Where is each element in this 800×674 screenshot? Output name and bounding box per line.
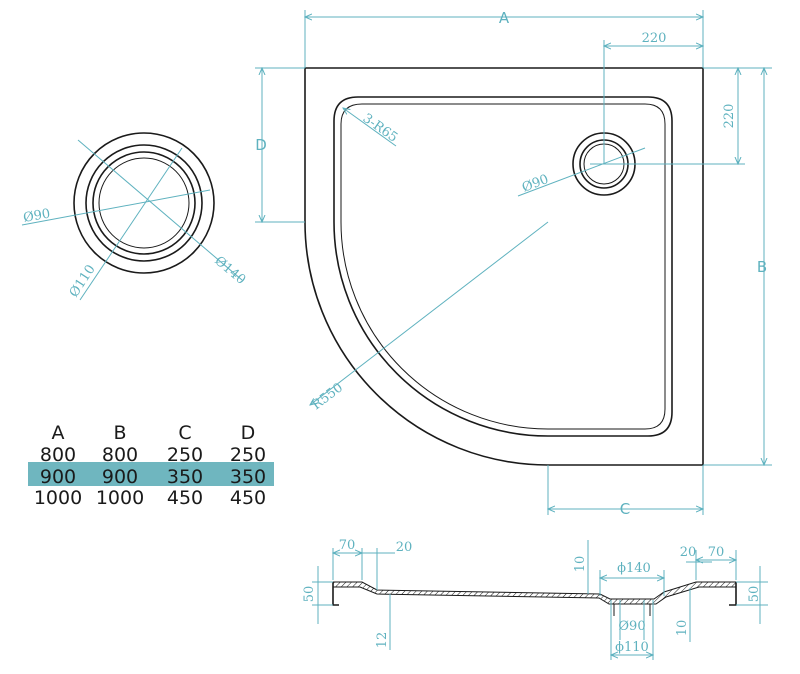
dimension-220-vertical: 220 bbox=[590, 68, 745, 164]
drain-detail-140-leader bbox=[77, 139, 243, 281]
tray-basin-inner bbox=[340, 103, 666, 430]
section-d90-label: Ø90 bbox=[618, 619, 645, 634]
drain-detail-90-leader bbox=[21, 189, 211, 226]
section-10-bottom-label: 10 bbox=[675, 620, 690, 637]
size-table-highlight-row bbox=[28, 462, 274, 486]
section-50-right-label: 50 bbox=[747, 586, 762, 603]
dimension-b: B bbox=[703, 68, 772, 465]
size-table-cell: 450 bbox=[230, 487, 266, 509]
dimension-c-label: C bbox=[620, 500, 630, 518]
drain-detail-140-label: Ø140 bbox=[211, 254, 248, 288]
section-50-left-label: 50 bbox=[302, 586, 317, 603]
section-20-left-label: 20 bbox=[396, 540, 413, 555]
drain-detail-hole bbox=[98, 157, 190, 249]
size-table: A B C D 800 800 250 250 900 900 350 350 1000 1000 450 4… bbox=[28, 422, 274, 509]
cross-section-view: 70 20 10 ϕ140 20 70 50 50 12 bbox=[302, 538, 768, 660]
dimension-a-label: A bbox=[499, 9, 510, 27]
size-table-cell: 900 bbox=[102, 466, 138, 488]
dimension-d: D bbox=[255, 68, 305, 222]
tray-outer-outline bbox=[304, 67, 704, 466]
dimension-a: A bbox=[305, 9, 703, 68]
section-drain-outlet bbox=[613, 604, 651, 616]
size-table-cell: 350 bbox=[167, 466, 203, 488]
dimension-220-side-label: 220 bbox=[722, 104, 737, 129]
size-table-header: B bbox=[113, 422, 126, 444]
size-table-cell: 250 bbox=[167, 444, 203, 466]
dimension-220-horizontal: 220 bbox=[604, 31, 703, 164]
size-table-cell: 800 bbox=[40, 444, 76, 466]
size-table-header: D bbox=[241, 422, 256, 444]
section-d140-label: ϕ140 bbox=[617, 561, 651, 576]
section-profile bbox=[332, 581, 737, 605]
tray-basin-outer bbox=[333, 96, 673, 437]
drain-detail-view: Ø90 Ø110 Ø140 bbox=[21, 132, 248, 301]
size-table-cell: 900 bbox=[40, 466, 76, 488]
dimension-c: C bbox=[548, 465, 703, 518]
drain-detail-90-label: Ø90 bbox=[22, 206, 51, 225]
size-table-header: A bbox=[52, 422, 65, 444]
size-table-cell: 350 bbox=[230, 466, 266, 488]
corner-radius-leader: 3-R65 bbox=[343, 108, 401, 147]
size-table-cell: 1000 bbox=[34, 487, 82, 509]
tray-plan-view bbox=[304, 67, 704, 466]
drain-detail-inner-ring bbox=[92, 151, 196, 255]
drain-detail-middle-ring bbox=[85, 144, 203, 262]
size-table-cell: 1000 bbox=[96, 487, 144, 509]
dimension-d-label: D bbox=[255, 136, 267, 154]
section-d110-label: ϕ110 bbox=[615, 640, 649, 655]
drain-detail-110-label: Ø110 bbox=[67, 262, 99, 300]
drain-detail-110-leader bbox=[79, 147, 183, 301]
radius-leader: R550 bbox=[309, 221, 549, 413]
size-table-header: C bbox=[178, 422, 191, 444]
dimension-220-top-label: 220 bbox=[642, 31, 667, 46]
size-table-cell: 800 bbox=[102, 444, 138, 466]
section-70-right-label: 70 bbox=[708, 545, 725, 560]
section-70-left-label: 70 bbox=[339, 538, 356, 553]
radius-label: R550 bbox=[309, 380, 346, 413]
section-10-top-label: 10 bbox=[573, 556, 588, 573]
section-12-label: 12 bbox=[375, 632, 390, 649]
dimension-b-label: B bbox=[757, 258, 767, 276]
corner-radius-label: 3-R65 bbox=[360, 111, 401, 146]
drain-diameter-label: Ø90 bbox=[520, 172, 551, 196]
drain-detail-outer-ring bbox=[73, 132, 215, 274]
size-table-cell: 250 bbox=[230, 444, 266, 466]
size-table-cell: 450 bbox=[167, 487, 203, 509]
section-20-right-label: 20 bbox=[680, 545, 697, 560]
